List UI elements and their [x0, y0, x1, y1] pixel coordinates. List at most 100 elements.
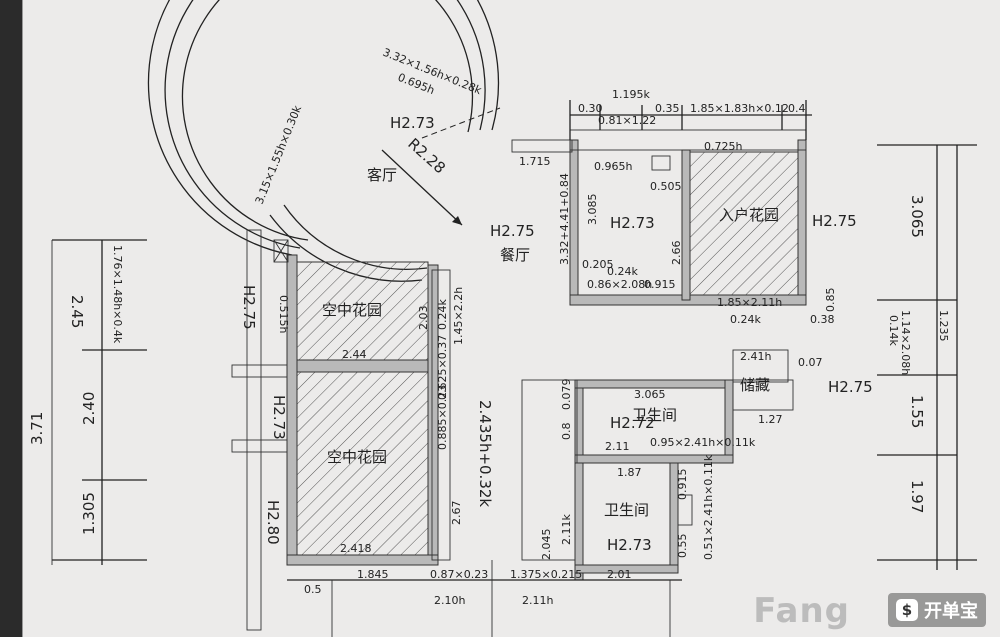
floor-plan-drawing: 客厅 餐厅 入户花园 空中花园 空中花园 储藏 卫生间 卫生间 H2.73 H2… [22, 0, 977, 637]
dim: 1.195k [612, 88, 650, 101]
wall [574, 379, 726, 389]
dim: 0.5 [304, 583, 322, 596]
left-dim-245: 2.45 [68, 295, 86, 328]
height-left-lower: H2.73 [270, 395, 288, 440]
dim: 2.045 [540, 529, 553, 561]
dim: 0.35 [655, 102, 680, 115]
arc-wall-lower-inner [283, 204, 428, 270]
dim: 2.67 [450, 501, 463, 526]
dim: 1.715 [519, 155, 551, 168]
dim: 2.11 [605, 440, 630, 453]
dim: 0.24k [607, 265, 638, 278]
sky-garden-upper-hatch [296, 261, 429, 361]
dim-arc-left: 3.15×1.55h×0.30k [253, 103, 305, 206]
arc-wall-mid [164, 0, 486, 249]
dim: 2.11h [522, 594, 553, 607]
radius-label: R2.28 [404, 135, 449, 178]
height-bathroom-lower: H2.73 [607, 536, 652, 554]
dim: 0.625×0.37 [436, 335, 449, 400]
dim: 0.38 [810, 313, 835, 326]
dim: 0.505 [650, 180, 682, 193]
room-sky-garden-upper: 空中花园 [322, 301, 382, 319]
dim: 3.32+4.41+0.84 [558, 173, 571, 265]
left-frame [246, 229, 262, 631]
dim: 0.4 [788, 102, 806, 115]
wall-top [569, 129, 807, 151]
radius-arrow [452, 216, 462, 225]
left-dim-1305: 1.305 [80, 492, 98, 535]
dim: 0.24k [436, 299, 449, 330]
wall [574, 564, 679, 574]
wall [296, 359, 429, 373]
dim: 0.87×0.23 [430, 568, 488, 581]
watermark-badge: $ 开单宝 [888, 593, 986, 627]
wall [574, 454, 734, 464]
dim: 0.915 [644, 278, 676, 291]
dashed-line [421, 107, 501, 139]
dim: 0.85 [824, 288, 837, 313]
room-entry-garden: 入户花园 [719, 206, 779, 224]
sky-garden-lower-hatch [296, 371, 429, 556]
entry-garden-hatch [689, 151, 799, 296]
dim: 3.065 [634, 388, 666, 401]
dim: 2.11k [560, 514, 573, 545]
dim: 1.87 [617, 466, 642, 479]
dim: 0.515h [277, 295, 290, 333]
left-dim-240: 2.40 [80, 392, 98, 425]
dollar-icon: $ [896, 599, 918, 621]
right-dim-1235: 1.235 [937, 310, 950, 342]
room-dining: 餐厅 [500, 246, 530, 264]
wall [569, 139, 579, 306]
dim: 0.95×2.41h×0.11k [650, 436, 756, 449]
room-living: 客厅 [367, 166, 397, 184]
wall [286, 554, 439, 566]
dim: 0.965h [594, 160, 632, 173]
watermark-faded-text: Fang [753, 591, 850, 631]
dim: 2.66 [670, 241, 683, 266]
dim: 2.01 [607, 568, 632, 581]
left-dim-176: 1.76×1.48h×0.4k [111, 245, 124, 344]
column-strip [431, 269, 451, 561]
dim: 2.418 [340, 542, 372, 555]
door-box [677, 494, 693, 526]
dim-2435: 2.435h+0.32k [476, 400, 494, 507]
radius-line [381, 149, 463, 226]
dim: 2.41h [740, 350, 771, 363]
left-dim-371: 3.71 [28, 412, 46, 445]
dim: 2.03 [417, 306, 430, 331]
dim: 0.81×1.22 [598, 114, 656, 127]
room-bathroom-lower: 卫生间 [604, 501, 649, 519]
dim: 0.885×0.23 [436, 385, 449, 450]
wall [797, 139, 807, 306]
dim: 0.079 [560, 379, 573, 411]
storage-box [732, 379, 794, 411]
dim: 0.24k [730, 313, 761, 326]
floor-plan-sheet: 客厅 餐厅 入户花园 空中花园 空中花园 储藏 卫生间 卫生间 H2.73 H2… [22, 0, 1000, 637]
dim: 0.86×2.08h [587, 278, 652, 291]
dim: 0.8 [560, 423, 573, 441]
height-living: H2.73 [390, 114, 435, 132]
right-dim-114: 1.14×2.08h [899, 310, 912, 375]
wall-top-left [511, 139, 573, 153]
dim: 2.44 [342, 348, 367, 361]
height-storage: H2.75 [828, 378, 873, 396]
arc-wall-outer [147, 0, 500, 256]
right-dim-014k: 0.14k [887, 315, 900, 346]
height-left-bottom: H2.80 [264, 500, 282, 545]
dim: 0.725h [704, 140, 742, 153]
dim: 1.845 [357, 568, 389, 581]
storage-top [732, 349, 789, 383]
dim: 0.51×2.41h×0.11k [702, 454, 715, 560]
height-mid-room: H2.73 [610, 214, 655, 232]
arc-wall-inner [181, 0, 474, 241]
dim: 1.27 [758, 413, 783, 426]
height-bathroom-upper: H2.72 [610, 414, 655, 432]
dim: 0.915 [676, 469, 689, 501]
watermark-text: 开单宝 [924, 601, 978, 622]
room-storage: 储藏 [740, 376, 770, 394]
dim: 1.85×2.11h [717, 296, 782, 309]
dim: 1.85×1.83h×0.12 [690, 102, 789, 115]
right-dim-155: 1.55 [908, 395, 926, 428]
dim: 0.55 [676, 534, 689, 559]
column-cross [273, 239, 289, 263]
